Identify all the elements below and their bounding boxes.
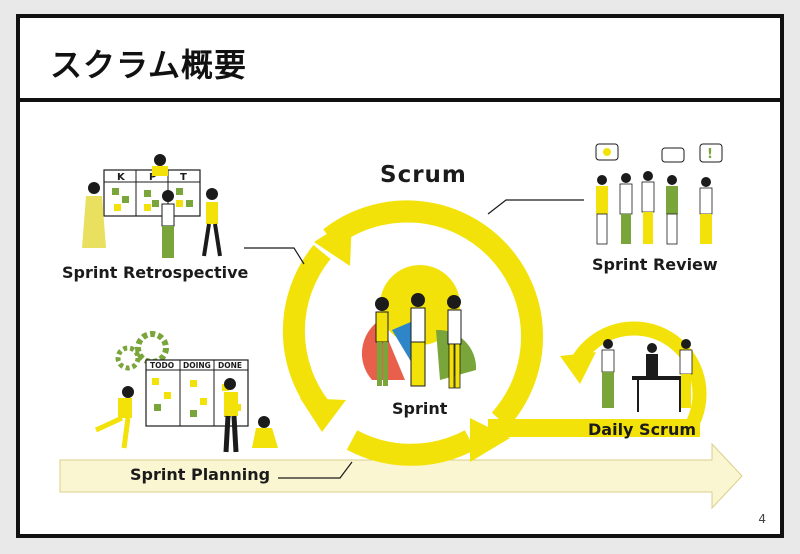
center-label: Sprint (392, 399, 448, 418)
cycle-arc-top (323, 200, 544, 428)
cycle-arrowhead-left (300, 398, 346, 432)
exclamation-icon: ! (707, 147, 713, 162)
kpt-header-k: K (117, 172, 126, 183)
cycle-arc-left (282, 245, 331, 417)
sprint-team-illustration (361, 265, 477, 389)
timeline-arrow (59, 442, 743, 510)
connector-lines (244, 199, 584, 479)
lightbulb-icon (603, 148, 611, 156)
review-illustration: ! (595, 143, 723, 245)
daily-scrum-label: Daily Scrum (588, 420, 696, 439)
cycle-arrowhead-top (314, 218, 352, 266)
connector-planning (278, 461, 353, 479)
kpt-header-t: T (180, 172, 187, 183)
planning-illustration: TODO DOING DONE (94, 331, 278, 453)
review-label: Sprint Review (592, 255, 718, 274)
board-header-done: DONE (218, 361, 242, 370)
title-bar: スクラム概要 (20, 18, 780, 102)
daily-scrum-illustration (601, 339, 693, 412)
board-header-todo: TODO (150, 361, 174, 370)
daily-loop (488, 321, 707, 437)
page-number: 4 (758, 512, 766, 526)
cycle-arc-bottom (346, 430, 476, 466)
retrospective-label: Sprint Retrospective (62, 263, 249, 282)
slide-title: スクラム概要 (50, 46, 248, 84)
retrospective-illustration: K P T (82, 154, 222, 258)
connector-review (487, 199, 584, 215)
connector-retrospective (244, 247, 305, 265)
board-header-doing: DOING (183, 361, 211, 370)
kpt-header-p: P (149, 172, 156, 183)
cycle-arrowheads (300, 218, 510, 462)
gear-icon (115, 345, 141, 371)
planning-label: Sprint Planning (130, 465, 270, 484)
cycle-arrowhead-bottom (470, 418, 510, 462)
gear-icon (135, 331, 169, 365)
scrum-cycle (282, 200, 544, 466)
center-title: Scrum (380, 162, 467, 188)
